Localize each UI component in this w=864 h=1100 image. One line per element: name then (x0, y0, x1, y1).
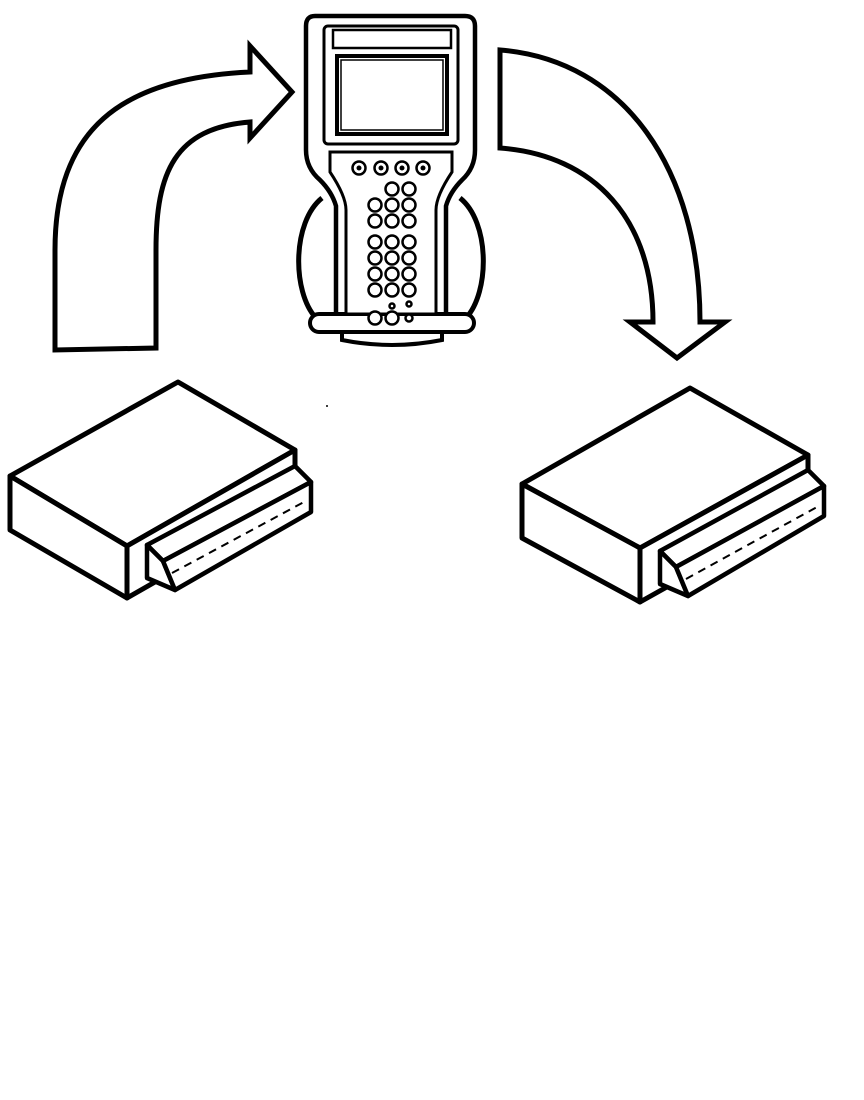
target-control-module-icon (519, 385, 827, 605)
source-control-module-icon (7, 379, 314, 601)
keypad-buttons (367, 181, 417, 326)
download-arrow-icon (497, 47, 733, 362)
upload-arrow-icon (52, 39, 296, 353)
scan-tool-icon (296, 13, 486, 347)
function-keys (351, 160, 431, 176)
speck (326, 405, 328, 407)
